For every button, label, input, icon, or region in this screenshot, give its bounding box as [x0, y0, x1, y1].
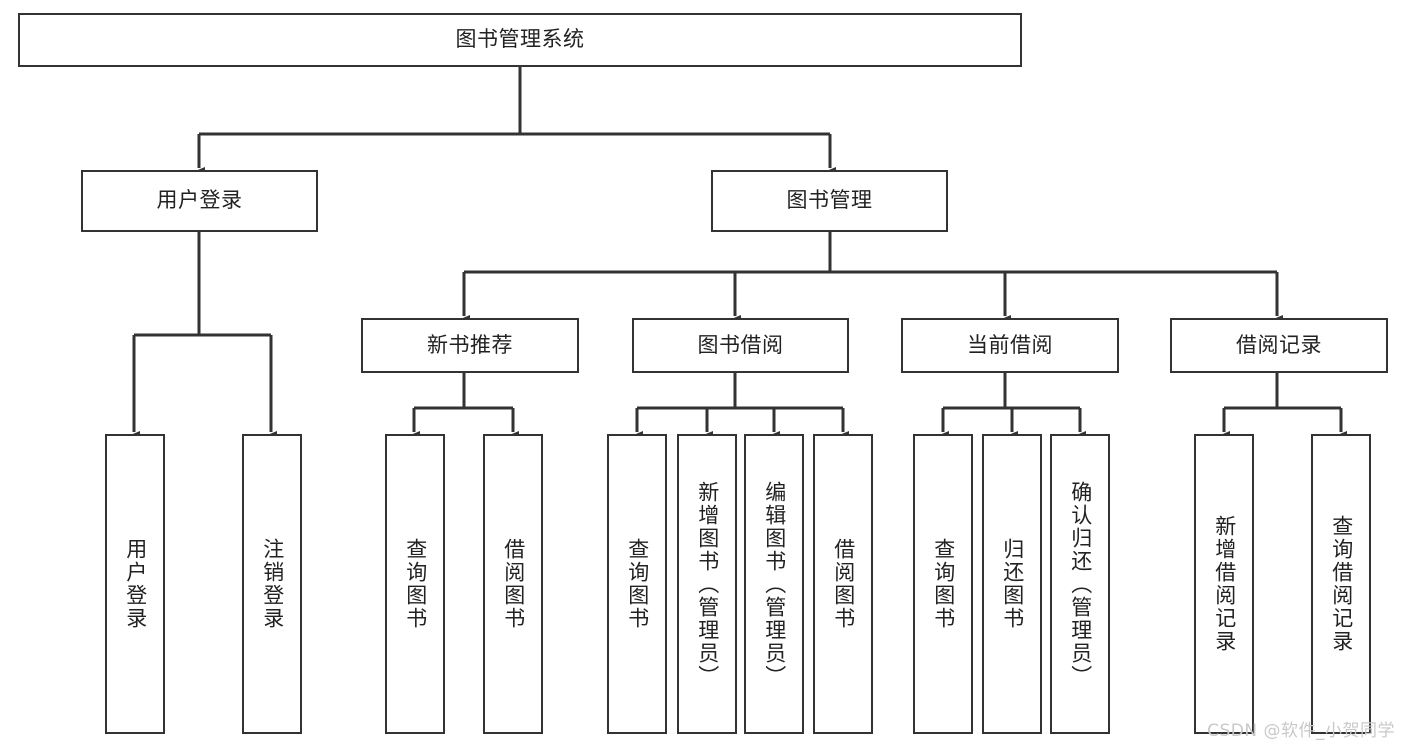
node-label: 图书借阅: [697, 332, 784, 357]
node-label: 新增图书（管理员）: [695, 480, 720, 688]
leaf-logout[interactable]: 注销登录: [242, 434, 302, 734]
node-current-borrow[interactable]: 当前借阅: [901, 318, 1119, 373]
node-book-borrow[interactable]: 图书借阅: [632, 318, 849, 373]
leaf-add-book-admin[interactable]: 新增图书（管理员）: [677, 434, 737, 734]
node-label: 图书管理系统: [455, 27, 585, 52]
node-label: 查询图书: [403, 538, 428, 630]
node-label: 当前借阅: [967, 332, 1053, 357]
leaf-return-book[interactable]: 归还图书: [982, 434, 1042, 734]
node-borrow-records[interactable]: 借阅记录: [1170, 318, 1388, 373]
node-label: 借阅图书: [831, 538, 856, 630]
leaf-confirm-return-admin[interactable]: 确认归还（管理员）: [1050, 434, 1110, 734]
node-label: 归还图书: [1000, 538, 1025, 630]
leaf-query-book-recommend[interactable]: 查询图书: [385, 434, 445, 734]
node-label: 借阅图书: [501, 538, 526, 630]
node-label: 图书管理: [786, 188, 873, 213]
node-label: 注销登录: [260, 538, 285, 630]
leaf-query-book-current[interactable]: 查询图书: [913, 434, 973, 734]
node-label: 查询图书: [625, 538, 650, 630]
leaf-borrow-book[interactable]: 借阅图书: [813, 434, 873, 734]
leaf-query-book-borrow[interactable]: 查询图书: [607, 434, 667, 734]
leaf-add-borrow-record[interactable]: 新增借阅记录: [1194, 434, 1254, 734]
node-user-login[interactable]: 用户登录: [81, 170, 318, 232]
node-new-book-recommend[interactable]: 新书推荐: [361, 318, 579, 373]
node-label: 编辑图书（管理员）: [762, 480, 787, 688]
node-label: 新增借阅记录: [1212, 515, 1237, 653]
node-book-management[interactable]: 图书管理: [711, 170, 948, 232]
node-label: 查询图书: [931, 538, 956, 630]
node-label: 借阅记录: [1236, 332, 1322, 357]
leaf-edit-book-admin[interactable]: 编辑图书（管理员）: [744, 434, 804, 734]
node-label: 确认归还（管理员）: [1068, 480, 1093, 688]
node-label: 查询借阅记录: [1329, 515, 1354, 653]
node-label: 新书推荐: [427, 332, 513, 357]
node-label: 用户登录: [123, 538, 148, 630]
leaf-query-borrow-record[interactable]: 查询借阅记录: [1311, 434, 1371, 734]
leaf-borrow-book-recommend[interactable]: 借阅图书: [483, 434, 543, 734]
node-label: 用户登录: [156, 188, 243, 213]
leaf-user-login[interactable]: 用户登录: [105, 434, 165, 734]
node-root[interactable]: 图书管理系统: [18, 13, 1022, 67]
